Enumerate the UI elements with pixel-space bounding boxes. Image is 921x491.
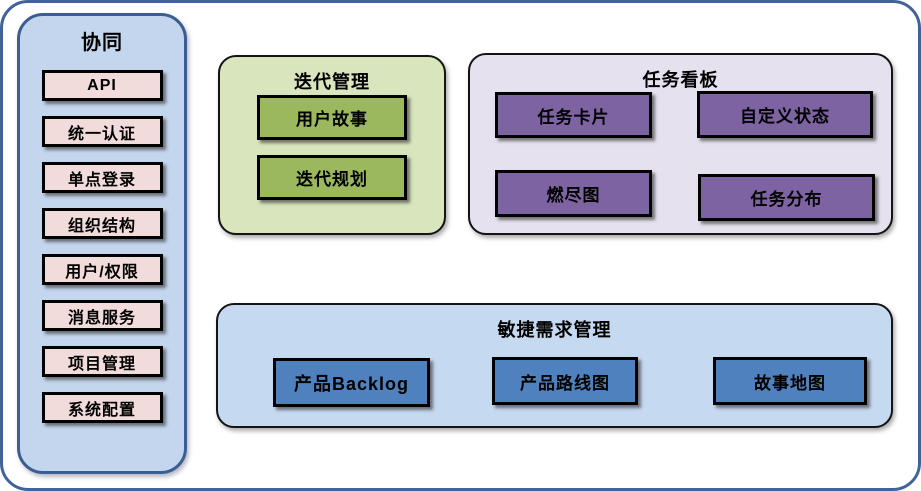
sidebar-item-project-management: 项目管理 bbox=[41, 346, 163, 377]
panel-title-requirements: 敏捷需求管理 bbox=[497, 320, 612, 340]
sidebar-title: 协同 bbox=[81, 32, 123, 54]
panel-title-kanban: 任务看板 bbox=[642, 70, 719, 90]
node-task-distribution: 任务分布 bbox=[698, 174, 875, 221]
node-user-story: 用户故事 bbox=[257, 95, 407, 140]
sidebar-item-message-service: 消息服务 bbox=[41, 300, 163, 331]
sidebar-item-unified-auth: 统一认证 bbox=[41, 116, 163, 147]
sidebar-items: API 统一认证 单点登录 组织结构 用户/权限 消息服务 项目管理 系统配置 bbox=[20, 70, 184, 423]
node-story-map: 故事地图 bbox=[713, 357, 867, 405]
sidebar-panel-collaboration: 协同 API 统一认证 单点登录 组织结构 用户/权限 消息服务 项目管理 系统… bbox=[17, 13, 187, 474]
panel-iteration-management: 迭代管理 用户故事 迭代规划 bbox=[218, 55, 446, 235]
sidebar-item-user-permission: 用户/权限 bbox=[41, 254, 163, 285]
panel-title-iteration: 迭代管理 bbox=[294, 72, 370, 92]
node-product-roadmap: 产品路线图 bbox=[492, 357, 638, 405]
sidebar-item-single-sign-on: 单点登录 bbox=[41, 162, 163, 193]
panel-agile-requirements: 敏捷需求管理 产品Backlog 产品路线图 故事地图 bbox=[216, 303, 893, 428]
sidebar-item-system-config: 系统配置 bbox=[41, 392, 163, 423]
panel-task-kanban: 任务看板 任务卡片 自定义状态 燃尽图 任务分布 bbox=[468, 53, 893, 235]
node-task-card: 任务卡片 bbox=[495, 92, 652, 138]
sidebar-item-org-structure: 组织结构 bbox=[41, 208, 163, 239]
node-burndown-chart: 燃尽图 bbox=[495, 170, 652, 217]
node-iteration-planning: 迭代规划 bbox=[257, 155, 407, 200]
node-product-backlog: 产品Backlog bbox=[273, 358, 430, 407]
sidebar-item-api: API bbox=[41, 70, 163, 101]
node-custom-status: 自定义状态 bbox=[697, 91, 873, 138]
